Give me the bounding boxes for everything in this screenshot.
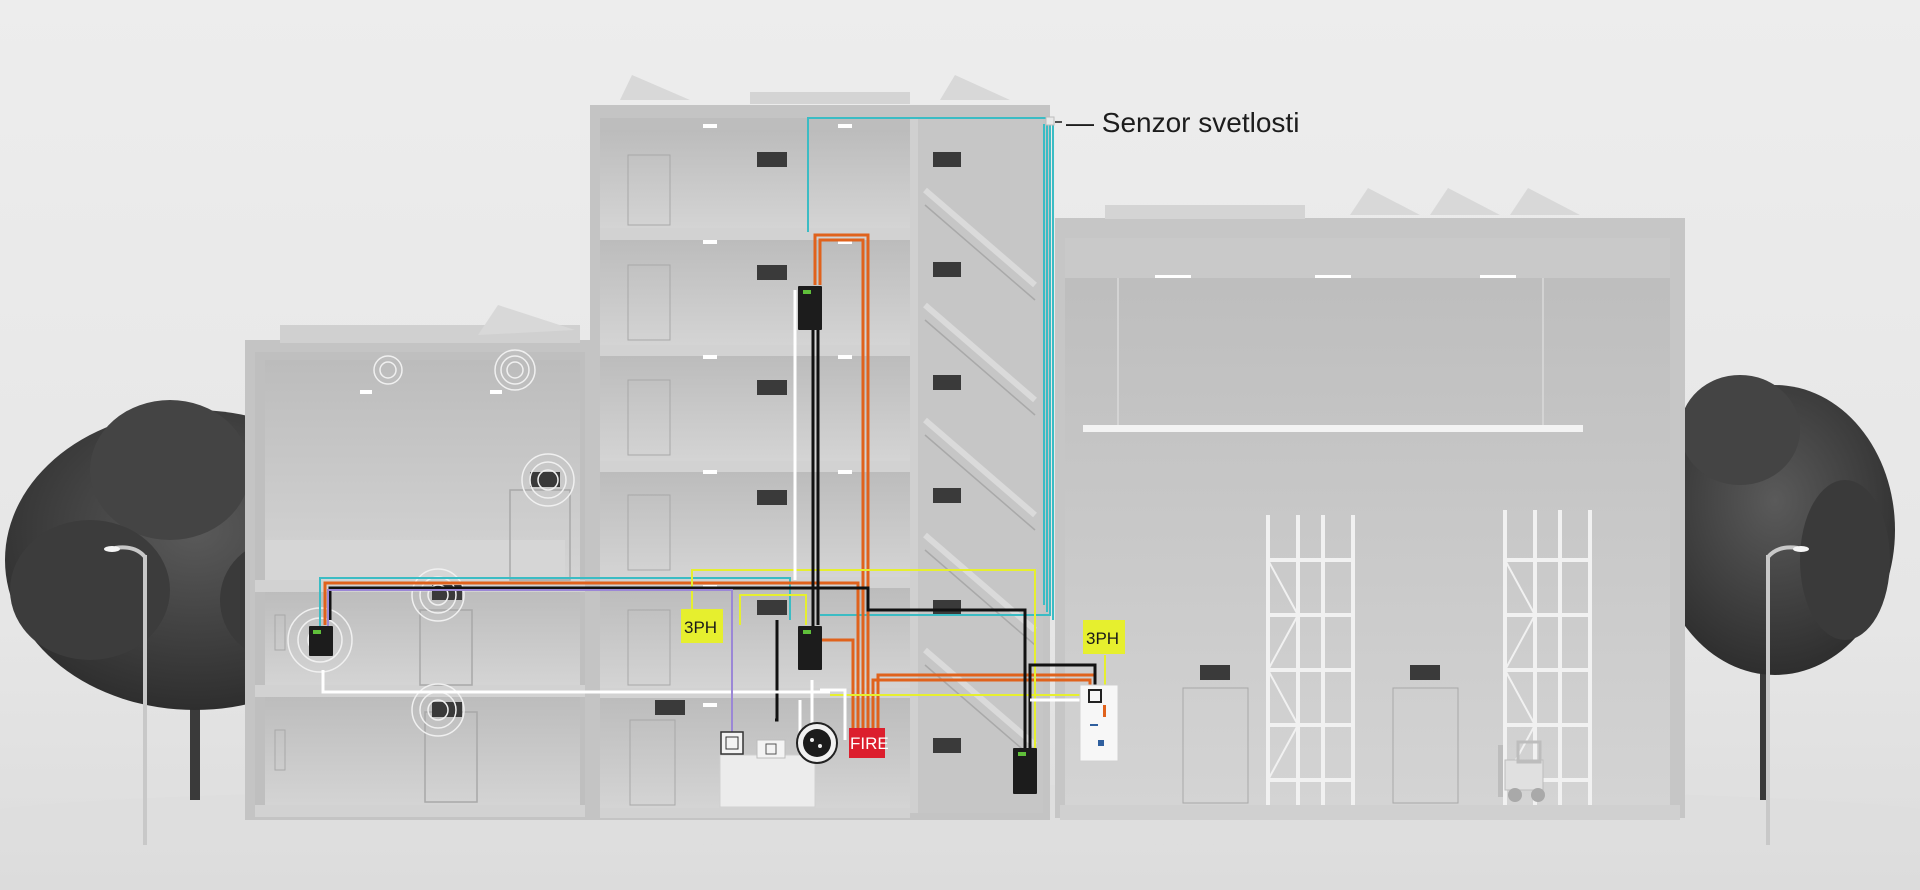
- central-battery-unit-icon: [798, 286, 822, 330]
- emergency-exit-sign-icon: [432, 152, 1440, 753]
- street-lamp-icon: [104, 545, 147, 845]
- tree-icon: [1655, 375, 1895, 800]
- white-wire: [321, 290, 1085, 740]
- three-phase-label-right: 3PH: [1086, 629, 1119, 648]
- central-battery-unit-icon: [1013, 748, 1037, 794]
- smoke-detector-icon: [796, 722, 838, 764]
- three-phase-tag-left: [681, 609, 723, 643]
- storage-rack-icon: [1503, 510, 1592, 805]
- distribution-cabinet: [1079, 684, 1119, 762]
- central-battery-unit-icon: [309, 626, 333, 656]
- three-phase-label-left: 3PH: [684, 618, 717, 637]
- forklift-icon: [1498, 740, 1545, 802]
- fire-alarm-panel-icon: [849, 728, 885, 758]
- storage-rack-icon: [1266, 515, 1355, 805]
- light-sensor-icon: [1045, 116, 1062, 126]
- warehouse-building: [1055, 188, 1685, 820]
- purple-wire: [327, 589, 733, 735]
- three-phase-tag-right: [1083, 620, 1125, 654]
- fire-label: FIRE: [850, 734, 889, 753]
- street-lamp-icon: [1766, 545, 1809, 845]
- switch-panel-icon: [720, 731, 744, 755]
- black-bus-wire: [328, 325, 1097, 750]
- left-building: [245, 305, 595, 820]
- light-sensor-callout-label: — Senzor svetlosti: [1066, 107, 1299, 138]
- central-battery-unit-icon: [798, 626, 822, 670]
- checkbox-panel-icon: [756, 739, 786, 759]
